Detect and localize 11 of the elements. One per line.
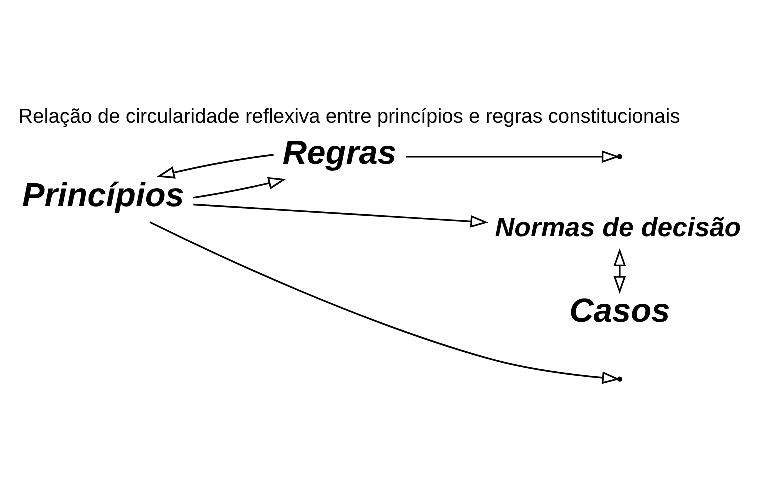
arrow [406, 150, 620, 164]
node-text: Normas de decisão [494, 212, 741, 242]
arrow [613, 248, 626, 294]
arrow [193, 204, 488, 228]
arrow [192, 177, 286, 199]
arrow [156, 154, 274, 179]
node-text: Casos [569, 292, 670, 330]
arrow [149, 222, 620, 384]
diagram-title: Relação de circularidade reflexiva entre princípios e regras constitucionais [18, 106, 680, 128]
node-text: Regras [282, 135, 396, 172]
node-text: Princípios [22, 178, 184, 215]
